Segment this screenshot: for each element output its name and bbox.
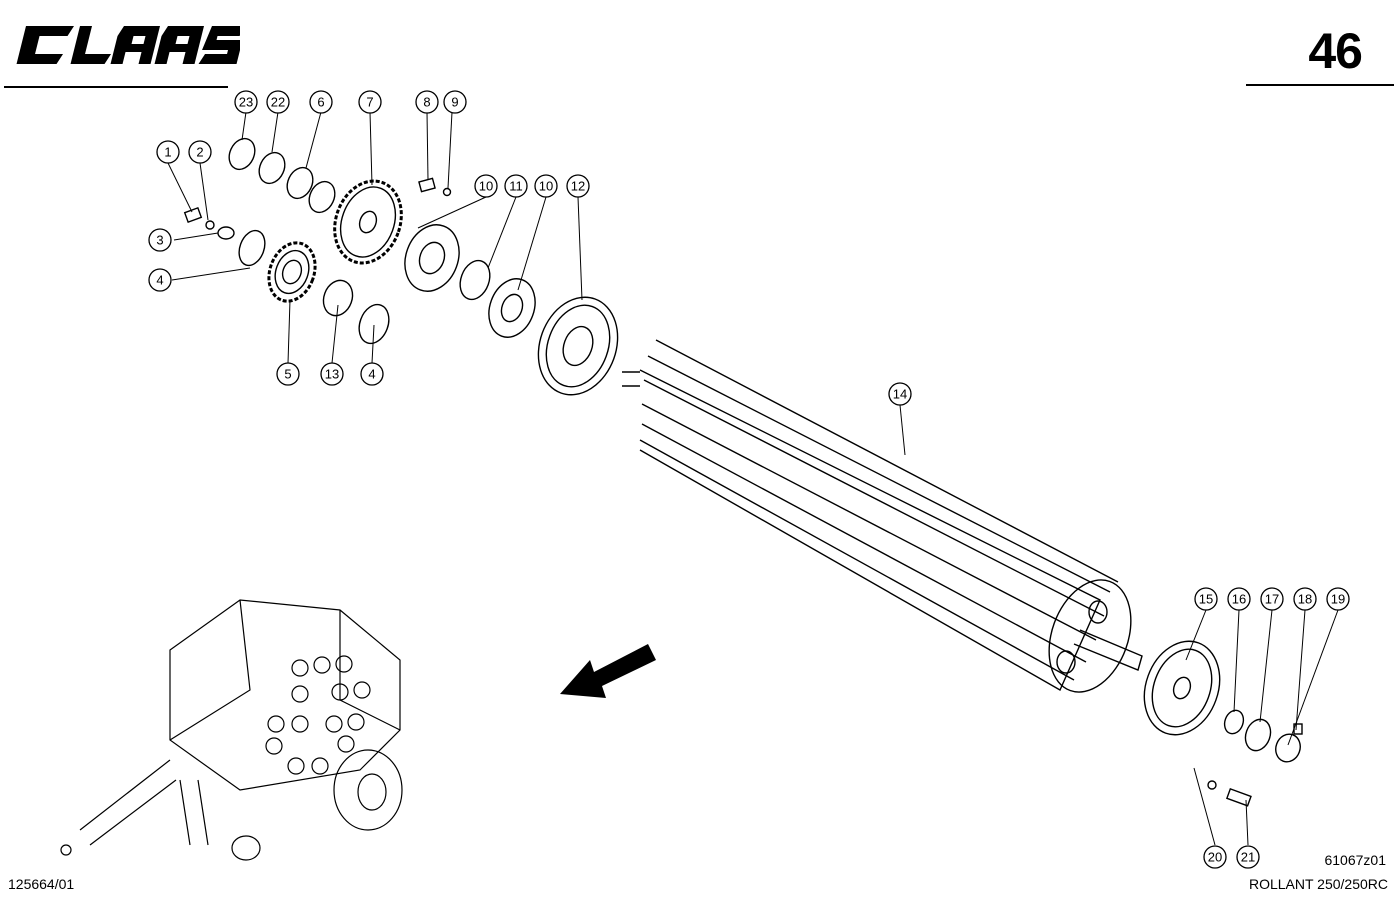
callout-label: 14 bbox=[893, 387, 907, 402]
callout-c3: 3 bbox=[148, 228, 172, 252]
mini-roller-end bbox=[353, 681, 371, 699]
mini-roller-end bbox=[331, 683, 349, 701]
mini-roller-end bbox=[313, 656, 331, 674]
callout-label: 7 bbox=[366, 95, 373, 110]
callout-c13: 13 bbox=[320, 362, 344, 386]
callout-label: 11 bbox=[509, 179, 523, 194]
callout-c12: 12 bbox=[566, 174, 590, 198]
callout-label: 5 bbox=[284, 367, 291, 382]
callout-c5: 5 bbox=[276, 362, 300, 386]
callout-c4b: 4 bbox=[360, 362, 384, 386]
mini-roller-end bbox=[337, 735, 355, 753]
callout-label: 21 bbox=[1241, 850, 1255, 865]
callout-label: 22 bbox=[271, 95, 285, 110]
callout-label: 8 bbox=[423, 95, 430, 110]
callout-label: 23 bbox=[239, 95, 253, 110]
callout-c14: 14 bbox=[888, 382, 912, 406]
callout-c1: 1 bbox=[156, 140, 180, 164]
mini-roller-end bbox=[265, 737, 283, 755]
callout-c10b: 10 bbox=[534, 174, 558, 198]
mini-roller-end bbox=[287, 757, 305, 775]
callout-label: 12 bbox=[571, 179, 585, 194]
callout-label: 13 bbox=[325, 367, 339, 382]
model-name: ROLLANT 250/250RC bbox=[1248, 876, 1388, 892]
mini-roller-end bbox=[311, 757, 329, 775]
callout-label: 15 bbox=[1199, 592, 1213, 607]
callout-c8: 8 bbox=[415, 90, 439, 114]
callout-label: 17 bbox=[1265, 592, 1279, 607]
callout-label: 10 bbox=[539, 179, 553, 194]
callout-c19: 19 bbox=[1326, 587, 1350, 611]
hardware-parts bbox=[183, 137, 491, 345]
header-rule-left bbox=[4, 86, 228, 88]
callout-label: 9 bbox=[451, 95, 458, 110]
callout-c2: 2 bbox=[188, 140, 212, 164]
callout-c11: 11 bbox=[504, 174, 528, 198]
callout-label: 3 bbox=[156, 233, 163, 248]
flange-plates bbox=[404, 224, 1303, 807]
callout-c17: 17 bbox=[1260, 587, 1284, 611]
callout-label: 20 bbox=[1208, 850, 1222, 865]
mini-roller-end bbox=[291, 659, 309, 677]
mini-roller-end bbox=[267, 715, 285, 733]
gear-small bbox=[267, 241, 317, 303]
callout-c23: 23 bbox=[234, 90, 258, 114]
callout-label: 4 bbox=[156, 273, 163, 288]
callout-c10a: 10 bbox=[474, 174, 498, 198]
header-rule-right bbox=[1246, 84, 1394, 86]
callout-label: 4 bbox=[368, 367, 375, 382]
mini-roller-end bbox=[347, 713, 365, 731]
callout-label: 19 bbox=[1331, 592, 1345, 607]
mini-roller-end bbox=[325, 715, 343, 733]
callout-c15: 15 bbox=[1194, 587, 1218, 611]
document-number: 125664/01 bbox=[8, 876, 75, 892]
callout-c7: 7 bbox=[358, 90, 382, 114]
mini-roller-end bbox=[291, 715, 309, 733]
baler-overview-sketch bbox=[60, 599, 403, 861]
callout-c20: 20 bbox=[1203, 845, 1227, 869]
callout-c22: 22 bbox=[266, 90, 290, 114]
mini-roller-end bbox=[291, 685, 309, 703]
callout-c18: 18 bbox=[1293, 587, 1317, 611]
callout-label: 6 bbox=[317, 95, 324, 110]
callout-label: 10 bbox=[479, 179, 493, 194]
mini-roller-end bbox=[335, 655, 353, 673]
direction-arrow bbox=[560, 644, 656, 698]
callout-label: 16 bbox=[1232, 592, 1246, 607]
callout-c9: 9 bbox=[443, 90, 467, 114]
callout-c4a: 4 bbox=[148, 268, 172, 292]
callout-label: 1 bbox=[164, 145, 171, 160]
callout-label: 2 bbox=[196, 145, 203, 160]
page-number: 46 bbox=[1308, 23, 1363, 79]
callout-c21: 21 bbox=[1236, 845, 1260, 869]
callout-c16: 16 bbox=[1227, 587, 1251, 611]
gear-large bbox=[333, 179, 403, 265]
main-roller bbox=[622, 339, 1143, 693]
drawing-code: 61067z01 bbox=[1324, 852, 1386, 868]
callout-c6: 6 bbox=[309, 90, 333, 114]
claas-logo bbox=[16, 26, 240, 64]
leader-lines bbox=[167, 111, 1339, 846]
callout-label: 18 bbox=[1298, 592, 1312, 607]
